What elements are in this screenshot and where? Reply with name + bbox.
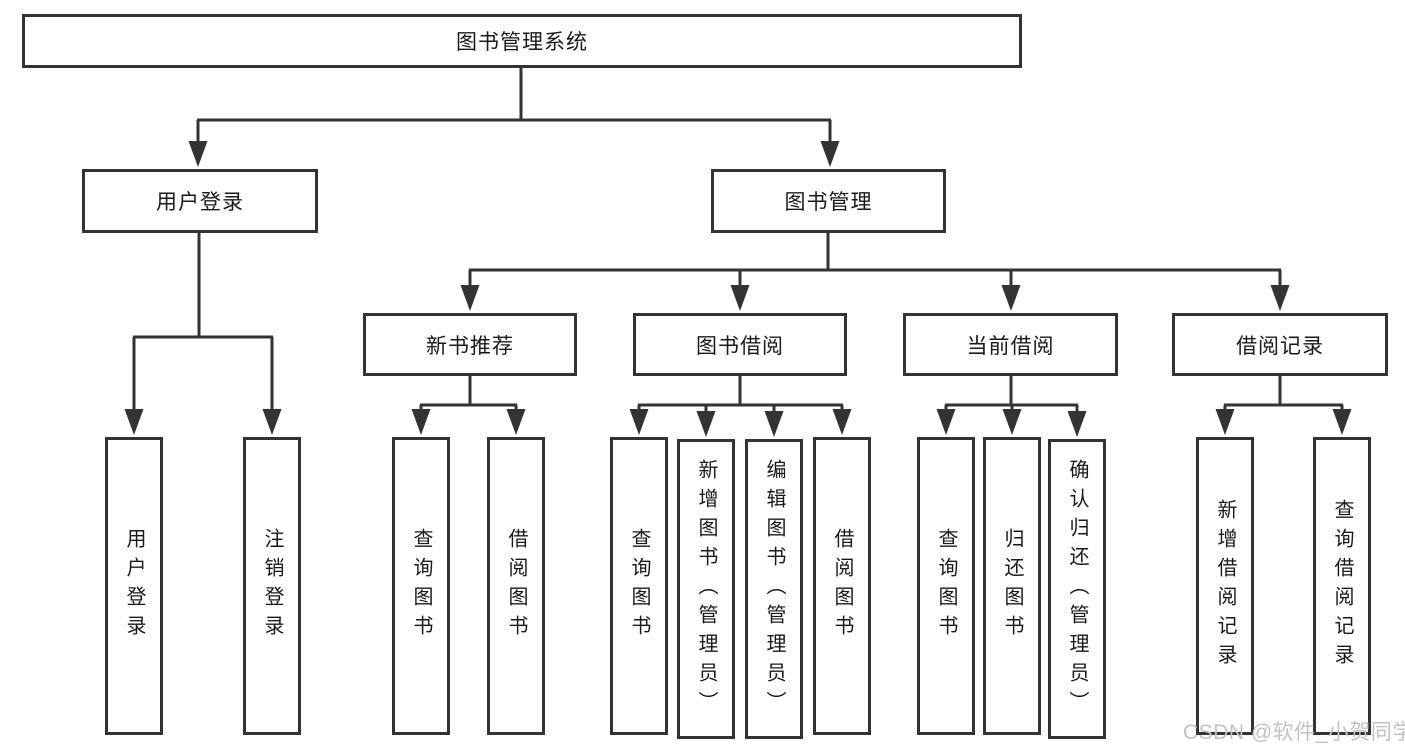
leaf-query-books-current: 查询图书 [917,437,975,735]
node-current-borrowing: 当前借阅 [903,313,1118,376]
leaf-query-books-newbook: 查询图书 [392,437,450,735]
node-user-login: 用户登录 [82,169,318,233]
leaf-confirm-return-admin: 确认归还（管理员） [1048,439,1106,739]
leaf-borrow-books-borrow: 借阅图书 [813,437,871,735]
leaf-logout: 注销登录 [243,437,301,735]
node-library-system: 图书管理系统 [22,14,1022,68]
node-book-management: 图书管理 [711,169,946,233]
node-borrowing-records: 借阅记录 [1172,313,1388,376]
leaf-query-borrow-record: 查询借阅记录 [1313,437,1371,735]
leaf-add-books-admin: 新增图书（管理员） [677,439,735,739]
leaf-query-books-borrow: 查询图书 [610,437,668,735]
leaf-borrow-books-newbook: 借阅图书 [487,437,545,735]
node-new-book-recommend: 新书推荐 [363,313,577,376]
csdn-watermark: CSDN @软件_小贺同学 [1183,721,1405,744]
node-book-borrowing: 图书借阅 [633,313,847,376]
leaf-add-borrow-record: 新增借阅记录 [1196,437,1254,735]
leaf-edit-books-admin: 编辑图书（管理员） [745,439,803,739]
leaf-return-books: 归还图书 [983,437,1041,735]
leaf-user-login: 用户登录 [105,437,163,735]
